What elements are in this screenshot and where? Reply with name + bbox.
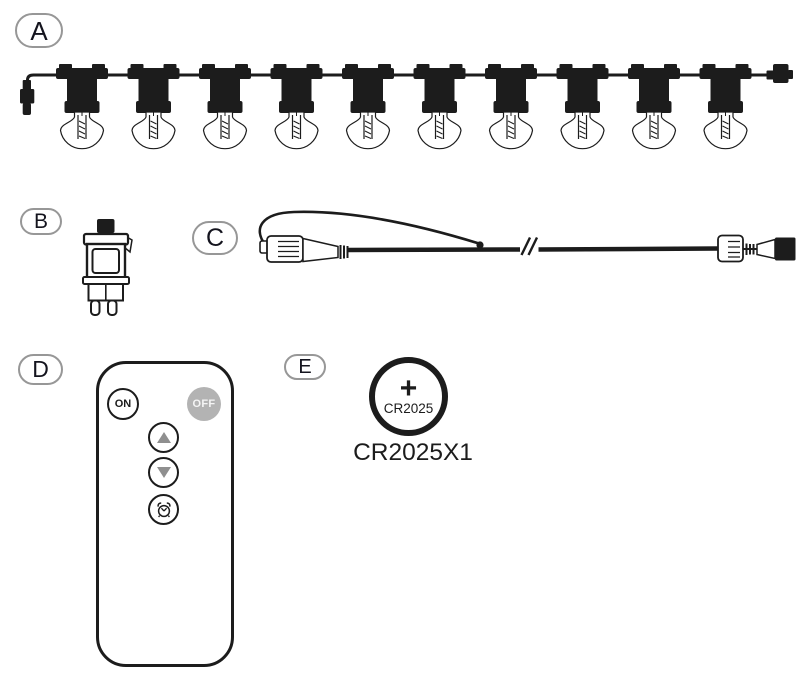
cable-run-right: [538, 246, 719, 252]
label-a-letter: A: [30, 15, 48, 46]
label-d: D: [18, 354, 63, 385]
remote-off-label: OFF: [192, 397, 216, 410]
label-b: B: [20, 208, 62, 235]
bulb: [270, 64, 323, 150]
bulb: [56, 64, 108, 150]
bulb: [413, 64, 466, 150]
cable-left-connector: [259, 235, 349, 263]
bulb: [628, 64, 680, 150]
remote-on-button: ON: [107, 388, 139, 420]
label-e-letter: E: [298, 356, 312, 378]
battery-caption: CR2025X1: [353, 439, 473, 466]
cable-right-connector: [717, 234, 796, 263]
plug-adapter-drawing: [82, 219, 133, 316]
bulb: [127, 64, 180, 150]
left-end-connector: [20, 80, 35, 115]
cable-run-left: [347, 247, 521, 253]
remote-up-button: [148, 422, 179, 453]
bulb: [556, 64, 609, 150]
bulb: [699, 64, 752, 150]
remote-timer-button: [148, 494, 179, 525]
extension-cable-drawing: [258, 210, 796, 263]
label-e: E: [284, 354, 326, 380]
bulbs-group: [56, 64, 752, 150]
cable-break-mark: [520, 236, 539, 256]
right-end-connector: [766, 64, 793, 83]
label-a: A: [15, 13, 63, 48]
plug-pin-left: [90, 299, 101, 316]
cable-loop: [258, 210, 480, 247]
battery-polarity: +: [399, 372, 418, 406]
cable-junction-dot: [476, 241, 484, 249]
label-c: C: [192, 221, 238, 255]
up-triangle-icon: [156, 432, 171, 443]
bulb: [342, 64, 394, 150]
string-lights-drawing: [20, 64, 793, 150]
down-triangle-icon: [156, 467, 171, 478]
bulb: [199, 64, 251, 150]
plug-adapter: [82, 219, 133, 316]
remote-down-button: [148, 457, 179, 488]
bulb: [485, 64, 537, 150]
label-b-letter: B: [33, 210, 48, 233]
coin-battery: + CR2025: [369, 357, 448, 436]
label-c-letter: C: [205, 223, 225, 252]
remote-on-label: ON: [114, 397, 132, 410]
remote-off-button: OFF: [187, 387, 221, 421]
battery-type-label: CR2025: [383, 400, 434, 416]
plug-pin-right: [107, 299, 118, 316]
string-wire: [26, 73, 767, 84]
plug-flange: [82, 276, 130, 285]
plug-window: [91, 248, 120, 274]
label-d-letter: D: [32, 356, 49, 382]
alarm-clock-icon: [156, 501, 171, 517]
